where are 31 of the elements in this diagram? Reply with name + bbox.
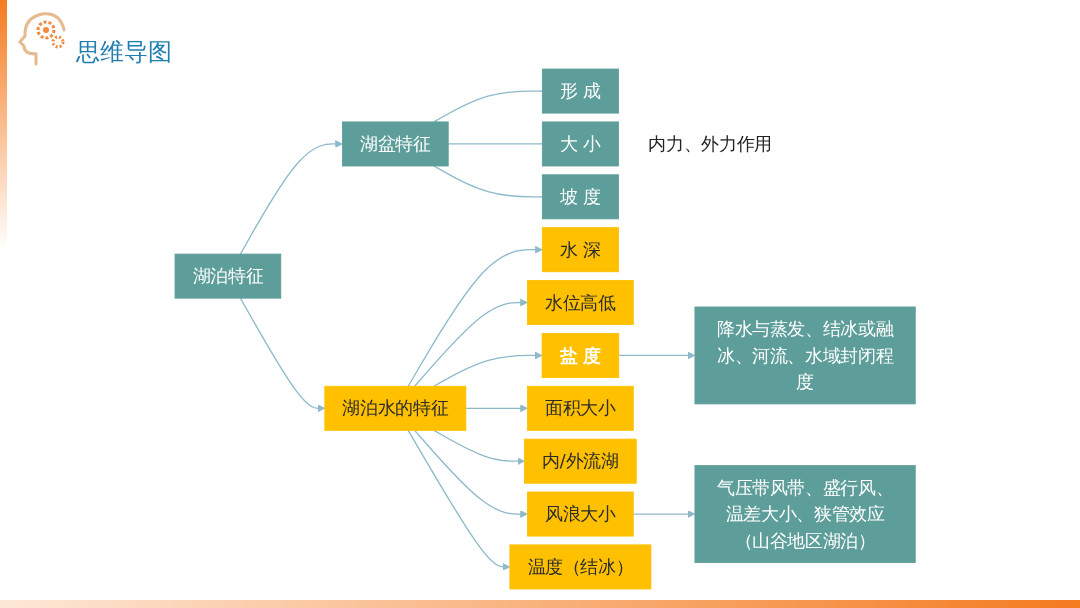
arrow bbox=[617, 351, 696, 360]
connector bbox=[433, 165, 543, 198]
node-box: 温度（结冰） bbox=[509, 544, 652, 590]
title: 思维导图 bbox=[76, 38, 172, 66]
node-box: 坡 度 bbox=[541, 174, 619, 220]
node-box: 盐 度 bbox=[541, 332, 619, 378]
connector bbox=[433, 90, 543, 123]
node-box: 内/外流湖 bbox=[523, 438, 637, 484]
node-box: 风浪大小 bbox=[526, 491, 634, 537]
node-box: 湖泊水的特征 bbox=[324, 385, 467, 431]
arrow bbox=[433, 429, 525, 466]
arrow bbox=[413, 429, 528, 518]
arrow bbox=[407, 429, 511, 571]
node-box: 面积大小 bbox=[526, 385, 634, 431]
node-label: 内力、外力作用 bbox=[648, 133, 772, 155]
arrow bbox=[433, 351, 543, 387]
node-box: 湖泊特征 bbox=[174, 253, 282, 299]
node-box: 大 小 bbox=[541, 121, 619, 167]
arrow bbox=[239, 297, 326, 413]
node-box: 湖盆特征 bbox=[341, 121, 449, 167]
node-box: 气压带风带、盛行风、温差大小、狭管效应（山谷地区湖泊） bbox=[694, 465, 916, 563]
node-box: 水 深 bbox=[541, 227, 619, 273]
arrow bbox=[407, 245, 543, 387]
arrow bbox=[413, 298, 528, 387]
connector bbox=[447, 143, 543, 145]
node-box: 形 成 bbox=[541, 68, 619, 114]
arrow bbox=[465, 404, 528, 413]
arrow bbox=[239, 140, 343, 255]
arrow bbox=[632, 510, 696, 518]
node-box: 降水与蒸发、结冰或融冰、河流、水域封闭程度 bbox=[694, 306, 916, 405]
node-box: 水位高低 bbox=[526, 280, 634, 326]
